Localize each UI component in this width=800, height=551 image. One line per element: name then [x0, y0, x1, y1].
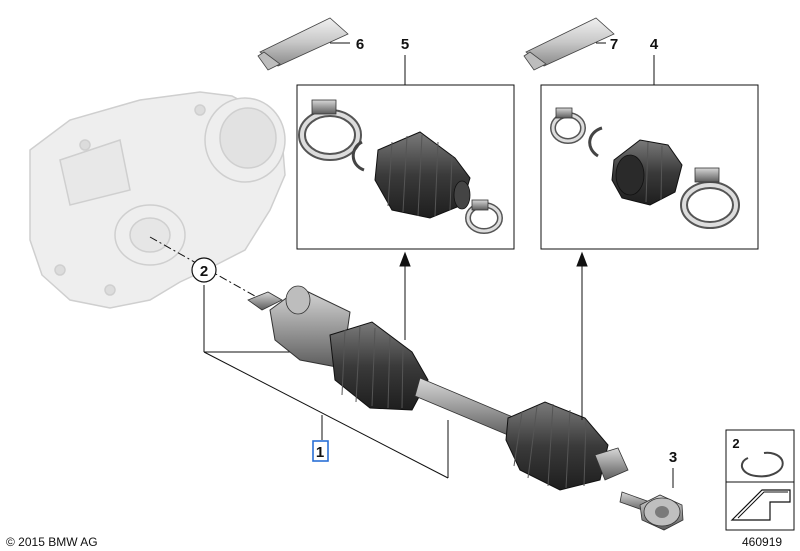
callout-1[interactable]: 1 — [316, 444, 324, 461]
snap-ring-icon — [740, 451, 784, 478]
hose-clamp-icon — [550, 107, 586, 144]
legend-box: 2 — [725, 429, 795, 531]
arrow-icon — [399, 251, 588, 420]
axle-boot-icon — [611, 139, 683, 206]
diagram-number: 460919 — [742, 535, 782, 549]
callout-3: 3 — [669, 449, 677, 466]
callout-2: 2 — [200, 263, 208, 280]
snap-ring-icon — [588, 126, 603, 158]
differential-icon — [29, 91, 286, 309]
axle-boot-icon — [374, 131, 471, 219]
grease-tube-icon — [523, 17, 615, 71]
callout-5: 5 — [401, 36, 409, 53]
callout-7: 7 — [610, 36, 618, 53]
hose-clamp-icon — [465, 199, 503, 234]
snap-ring-icon — [351, 140, 365, 172]
arrow-icon — [730, 489, 791, 521]
bracket-lines — [203, 285, 674, 488]
hose-clamp-icon — [680, 167, 740, 229]
inner-boot-kit-parts — [298, 99, 503, 234]
legend-number: 2 — [732, 436, 739, 451]
hose-clamp-icon — [298, 99, 362, 161]
callout-6: 6 — [356, 36, 364, 53]
grease-tube-icon — [257, 17, 349, 71]
collar-bolt-icon — [619, 491, 684, 531]
copyright-text: © 2015 BMW AG — [6, 535, 98, 549]
callout-4: 4 — [650, 36, 659, 53]
outer-boot-kit-parts — [550, 107, 740, 229]
drive-shaft-icon — [247, 285, 629, 491]
callout-2-circle — [191, 257, 217, 283]
callout-1-selection[interactable] — [312, 440, 329, 462]
